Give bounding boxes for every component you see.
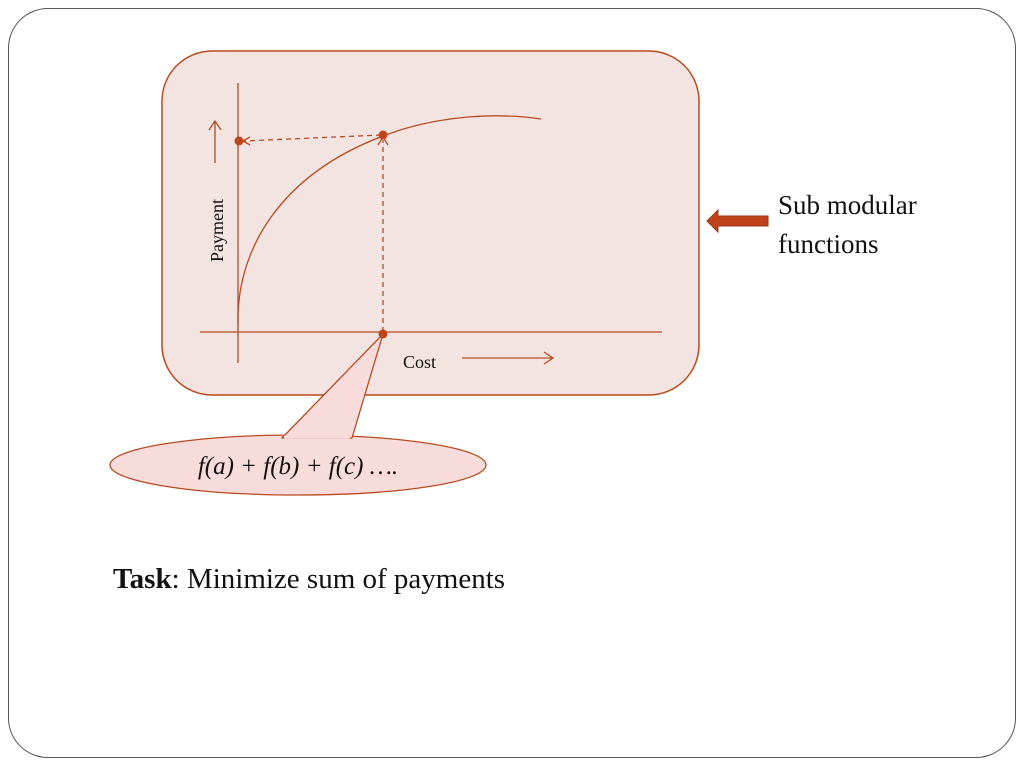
side-label-line1: Sub modular bbox=[778, 190, 917, 220]
submodular-functions-label: Sub modular functions bbox=[778, 186, 917, 264]
formula-callout: f(a) + f(b) + f(c) …. bbox=[109, 333, 487, 496]
curve-point bbox=[378, 130, 388, 140]
dashed-horizontal-line bbox=[243, 134, 382, 142]
task-text: Minimize sum of payments bbox=[179, 563, 506, 595]
payment-point bbox=[234, 136, 244, 146]
y-axis-arrow-icon bbox=[208, 119, 222, 163]
callout-formula: f(a) + f(b) + f(c) …. bbox=[198, 453, 398, 480]
task-label: Task bbox=[113, 563, 172, 595]
submodular-curve bbox=[237, 115, 542, 326]
diagram-box bbox=[161, 50, 700, 396]
x-axis-arrow-icon bbox=[462, 351, 555, 365]
y-axis-label: Payment bbox=[207, 199, 227, 262]
side-label-line2: functions bbox=[778, 229, 879, 259]
x-axis-label: Cost bbox=[403, 352, 436, 372]
task-separator: : bbox=[171, 563, 180, 595]
cost-point bbox=[378, 329, 388, 339]
left-arrow-icon bbox=[706, 208, 769, 234]
task-statement: Task: Minimize sum of payments bbox=[113, 563, 505, 596]
